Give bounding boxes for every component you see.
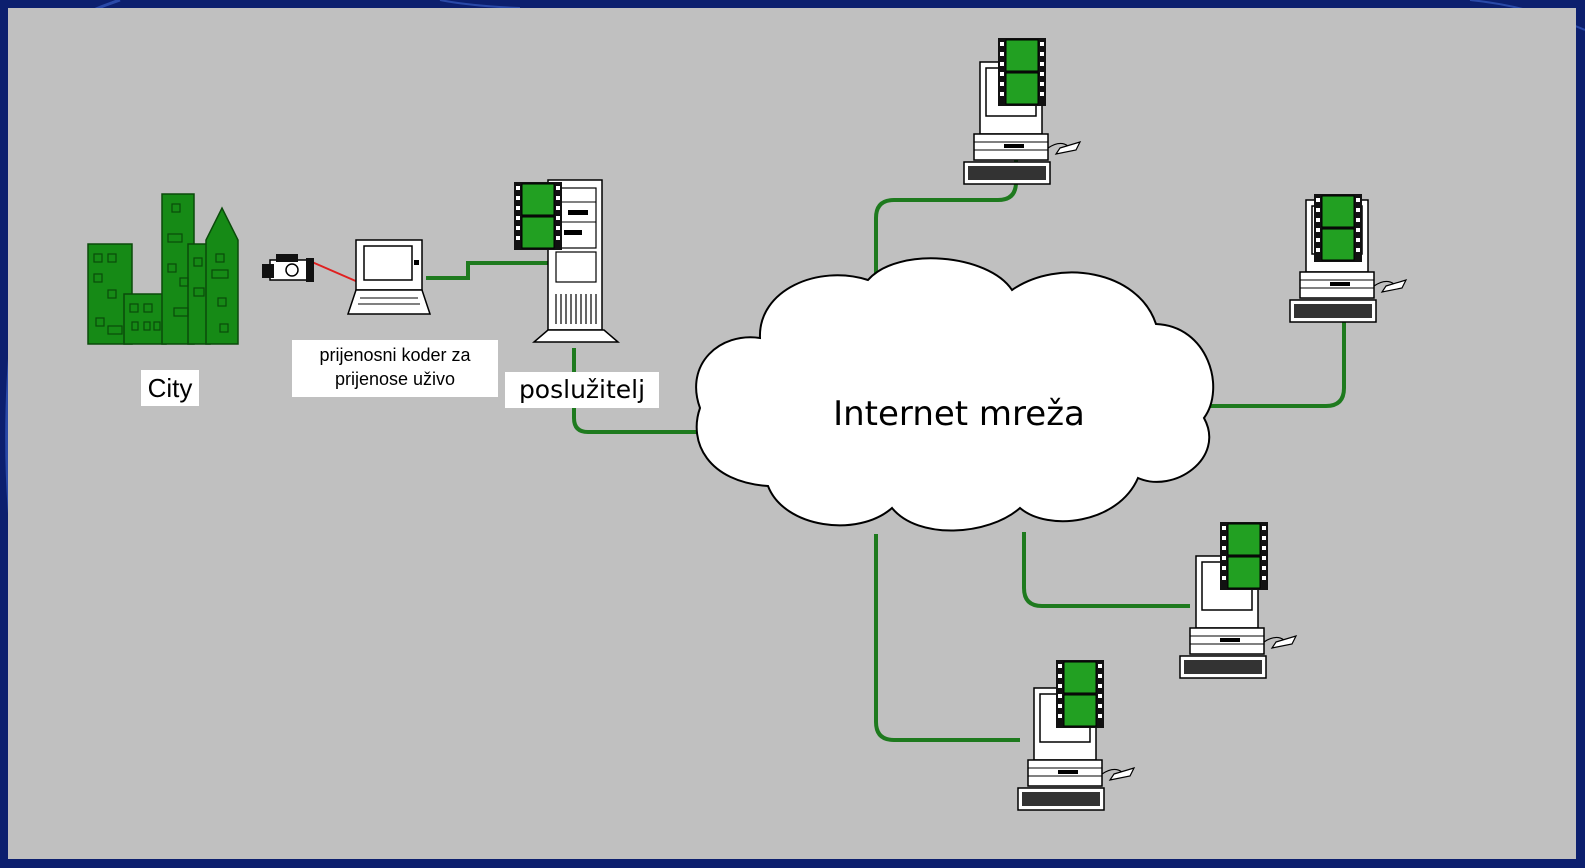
laptop-icon	[346, 239, 432, 315]
encoder-label: prijenosni koder za prijenose uživo	[292, 340, 498, 397]
desktop-computer-icon	[1289, 193, 1407, 323]
film-strip-icon	[513, 181, 563, 251]
city-label: City	[141, 370, 199, 406]
camera-link-line	[311, 261, 359, 283]
desktop-computer-icon	[1179, 521, 1297, 679]
diagram-canvas: City prijenosni koder za prijenose uživo…	[8, 8, 1576, 859]
network-diagram	[87, 37, 1407, 811]
city-buildings-icon	[87, 193, 239, 345]
desktop-computer-icon	[1017, 659, 1135, 811]
server-label: poslužitelj	[505, 372, 659, 408]
cloud-label: Internet mreža	[833, 394, 1085, 434]
cloud-icon	[695, 257, 1215, 532]
desktop-computer-icon	[963, 37, 1081, 185]
connection-lines	[426, 160, 1346, 742]
encoder-label-line2: prijenose uživo	[334, 369, 456, 389]
video-camera-icon	[262, 254, 314, 282]
encoder-label-line1: prijenosni koder za	[319, 345, 471, 365]
